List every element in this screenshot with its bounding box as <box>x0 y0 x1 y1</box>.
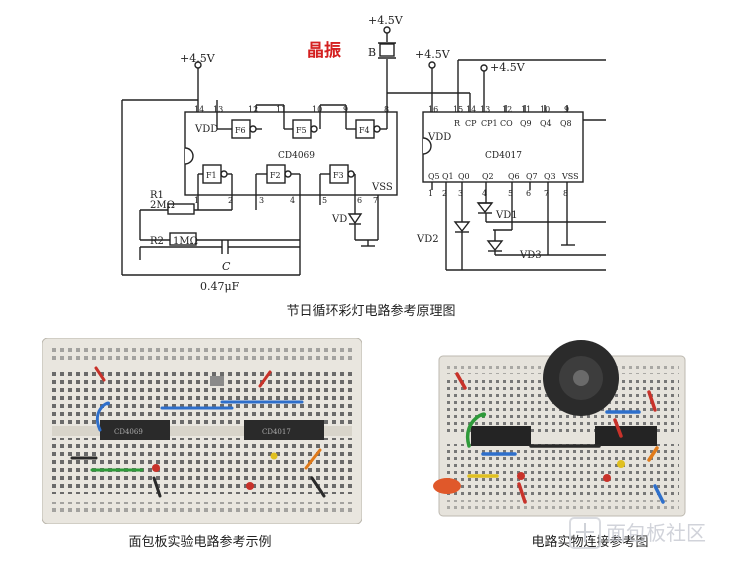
ic2-pin-7: 7 <box>544 189 549 198</box>
r2-value: 1MΩ <box>173 236 198 247</box>
vd2-label: VD2 <box>416 234 439 245</box>
ic2-bottom-q6: Q6 <box>508 172 520 181</box>
led-yellow <box>270 452 278 460</box>
chip-left <box>471 426 531 446</box>
ic2-pin-10: 10 <box>540 105 550 114</box>
ic1-pin-5: 5 <box>322 196 327 205</box>
r1-label: R1 <box>150 190 164 201</box>
vd3-label: VD3 <box>519 250 542 261</box>
r1-value: 2MΩ <box>150 200 175 211</box>
ic2-bottom-q5: Q5 <box>428 172 440 181</box>
vd1-label: VD1 <box>495 210 518 221</box>
svg-text:CD4069: CD4069 <box>114 428 143 436</box>
watermark-logo: 面包板社区 <box>569 517 706 549</box>
ic2-pin-12: 12 <box>502 105 512 114</box>
ic1-pin-3: 3 <box>259 196 264 205</box>
ic2-pin-6: 6 <box>526 189 531 198</box>
crystal-label: 晶振 <box>307 40 341 61</box>
ic1-pin-4: 4 <box>290 196 295 205</box>
ic1-vdd: VDD <box>194 124 218 135</box>
ic1-name: CD4069 <box>278 151 315 161</box>
ic2-pin-9: 9 <box>564 105 569 114</box>
c-value: 0.47μF <box>200 280 240 293</box>
ic2-pin-1: 1 <box>428 189 433 198</box>
c-label: C <box>222 260 231 273</box>
ic1-pin-6: 6 <box>357 196 362 205</box>
svg-text:CD4017: CD4017 <box>262 428 291 436</box>
ic2-label-q8: Q8 <box>560 119 572 128</box>
r2-label: R2 <box>150 236 164 247</box>
vd-label: VD <box>331 214 347 225</box>
crystal-ref: B <box>368 46 376 59</box>
ic2-pin-11: 11 <box>521 105 531 114</box>
ic1-vss: VSS <box>371 182 393 193</box>
ic2-bottom-q3: Q3 <box>544 172 556 181</box>
ic1-pin-14: 14 <box>194 105 204 114</box>
ic2-label-r: R <box>454 119 461 128</box>
ic2-pin-4: 4 <box>482 189 487 198</box>
ic1-pin-9: 9 <box>343 105 348 114</box>
crystal-component <box>210 376 224 386</box>
ic2-vdd: VDD <box>427 132 451 143</box>
chip-cd4069: CD4069 <box>100 420 170 440</box>
ic2-label-cp1: CP1 <box>481 119 498 128</box>
ic2-pin-16: 16 <box>428 105 438 114</box>
ic2-pin-2: 2 <box>442 189 447 198</box>
schematic-caption: 节日循环彩灯电路参考原理图 <box>286 304 456 319</box>
ic1-pin-7: 7 <box>373 196 378 205</box>
gate-f1: F1 <box>206 171 217 180</box>
ic1-pin-13: 13 <box>213 105 223 114</box>
circuit-schematic: +4.5V +4.5V +4.5V +4.5V B 晶振 14 13 12 11… <box>121 14 606 293</box>
svg-text:面包板社区: 面包板社区 <box>606 521 706 545</box>
ic2-bottom-q1: Q1 <box>442 172 454 181</box>
ic1-pin-11: 11 <box>276 105 286 114</box>
power-label-ic1: +4.5V <box>180 52 216 65</box>
led-red <box>246 482 254 490</box>
ic2-bottom-q7: Q7 <box>526 172 538 181</box>
ic2-label-q4: Q4 <box>540 119 552 128</box>
ic1-pin-8: 8 <box>384 105 389 114</box>
ic2-label-q9: Q9 <box>520 119 532 128</box>
ic2-pin-8: 8 <box>563 189 568 198</box>
capacitor <box>433 478 461 494</box>
gate-f4: F4 <box>359 126 370 135</box>
ic2-bottom-vss: VSS <box>561 172 579 181</box>
ic1-pin-10: 10 <box>312 105 322 114</box>
chip-right <box>595 426 657 446</box>
power-label-ic2: +4.5V <box>415 48 451 61</box>
gate-f6: F6 <box>235 126 246 135</box>
ic1-pin-12: 12 <box>248 105 258 114</box>
ic2-name: CD4017 <box>485 151 522 161</box>
ic2-pin-5: 5 <box>508 189 513 198</box>
ic2-pin-13: 13 <box>480 105 490 114</box>
power-label-cp: +4.5V <box>490 61 526 74</box>
physical-connection-photo <box>431 336 691 524</box>
breadboard-example-photo: CD4069 CD4017 <box>42 338 362 524</box>
ic2-label-co: CO <box>500 119 513 128</box>
ic2-bottom-q0: Q0 <box>458 172 470 181</box>
led-red <box>152 464 160 472</box>
gate-f5: F5 <box>296 126 307 135</box>
gate-f3: F3 <box>333 171 344 180</box>
breadboard-example-caption: 面包板实验电路参考示例 <box>128 535 272 550</box>
ic1-pin-1: 1 <box>194 196 199 205</box>
chip-cd4017: CD4017 <box>244 420 324 440</box>
gate-f2: F2 <box>270 171 281 180</box>
power-label-crystal: +4.5V <box>368 14 404 27</box>
ic2-pin-14: 14 <box>466 105 476 114</box>
ic2-label-cp: CP <box>465 119 477 128</box>
physical-connection-caption: 电路实物连接参考图 <box>531 535 649 550</box>
ic2-bottom-q2: Q2 <box>482 172 494 181</box>
ic2-pin-3: 3 <box>458 189 463 198</box>
ic1-pin-2: 2 <box>228 196 233 205</box>
ic2-pin-15: 15 <box>453 105 463 114</box>
